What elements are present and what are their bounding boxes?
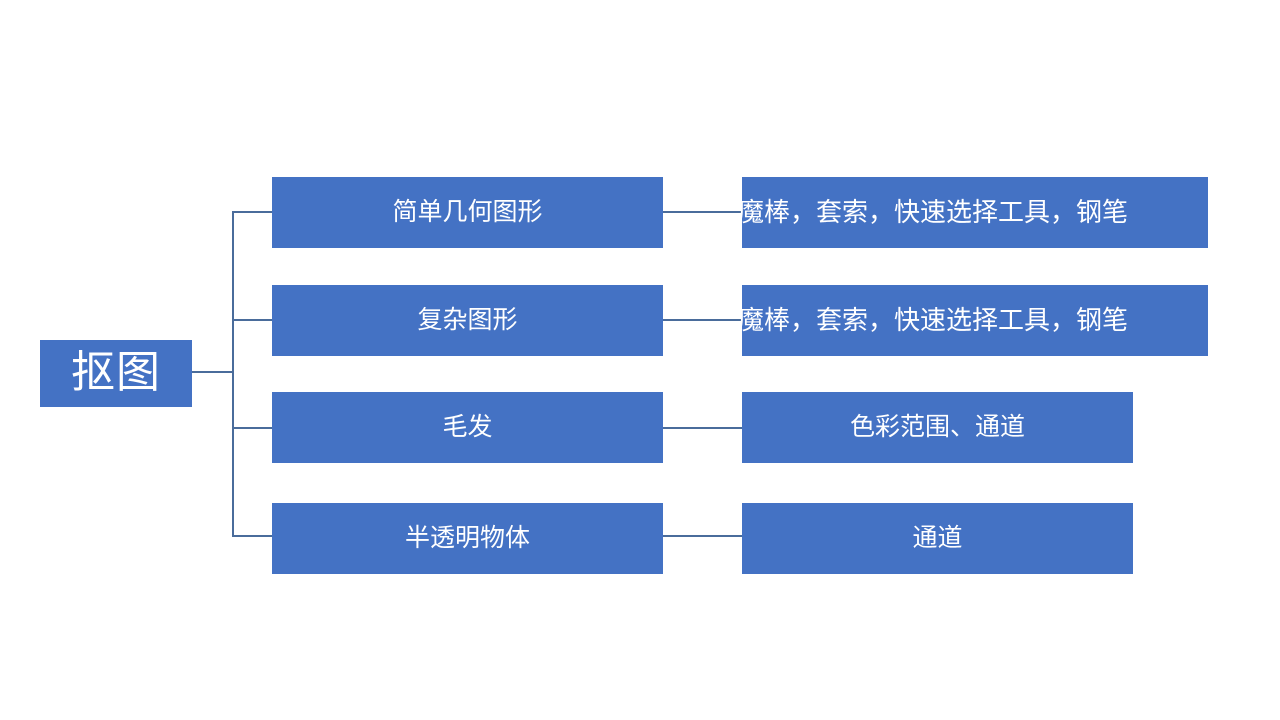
connector-leaf-3 bbox=[663, 427, 743, 429]
connector-spine bbox=[232, 211, 234, 536]
tools-node-2[interactable]: 魔棒，套索，快速选择工具，钢笔 bbox=[738, 285, 1208, 356]
category-node-4[interactable]: 半透明物体 bbox=[272, 503, 663, 574]
category-node-2[interactable]: 复杂图形 bbox=[272, 285, 663, 356]
connector-branch-3 bbox=[232, 427, 273, 429]
tools-node-4-label: 通道 bbox=[912, 523, 963, 552]
tools-node-3[interactable]: 色彩范围、通道 bbox=[742, 392, 1133, 463]
tools-node-1[interactable]: 魔棒，套索，快速选择工具，钢笔 bbox=[738, 177, 1208, 248]
category-node-1[interactable]: 简单几何图形 bbox=[272, 177, 663, 248]
tools-node-4[interactable]: 通道 bbox=[742, 503, 1133, 574]
root-node[interactable]: 抠图 bbox=[40, 340, 192, 407]
connector-leaf-2 bbox=[663, 319, 743, 321]
category-node-3[interactable]: 毛发 bbox=[272, 392, 663, 463]
category-node-2-label: 复杂图形 bbox=[417, 305, 518, 334]
root-node-label: 抠图 bbox=[71, 348, 161, 398]
connector-root-stem bbox=[192, 371, 234, 373]
connector-leaf-4 bbox=[663, 535, 743, 537]
category-node-3-label: 毛发 bbox=[442, 412, 493, 441]
connector-leaf-1 bbox=[663, 211, 743, 213]
connector-branch-1 bbox=[232, 211, 273, 213]
connector-branch-4 bbox=[232, 535, 273, 537]
category-node-1-label: 简单几何图形 bbox=[392, 197, 543, 226]
connector-branch-2 bbox=[232, 319, 273, 321]
tools-node-1-label: 魔棒，套索，快速选择工具，钢笔 bbox=[738, 197, 1129, 228]
tools-node-2-label: 魔棒，套索，快速选择工具，钢笔 bbox=[738, 305, 1129, 336]
tools-node-3-label: 色彩范围、通道 bbox=[849, 412, 1025, 441]
category-node-4-label: 半透明物体 bbox=[404, 523, 530, 552]
